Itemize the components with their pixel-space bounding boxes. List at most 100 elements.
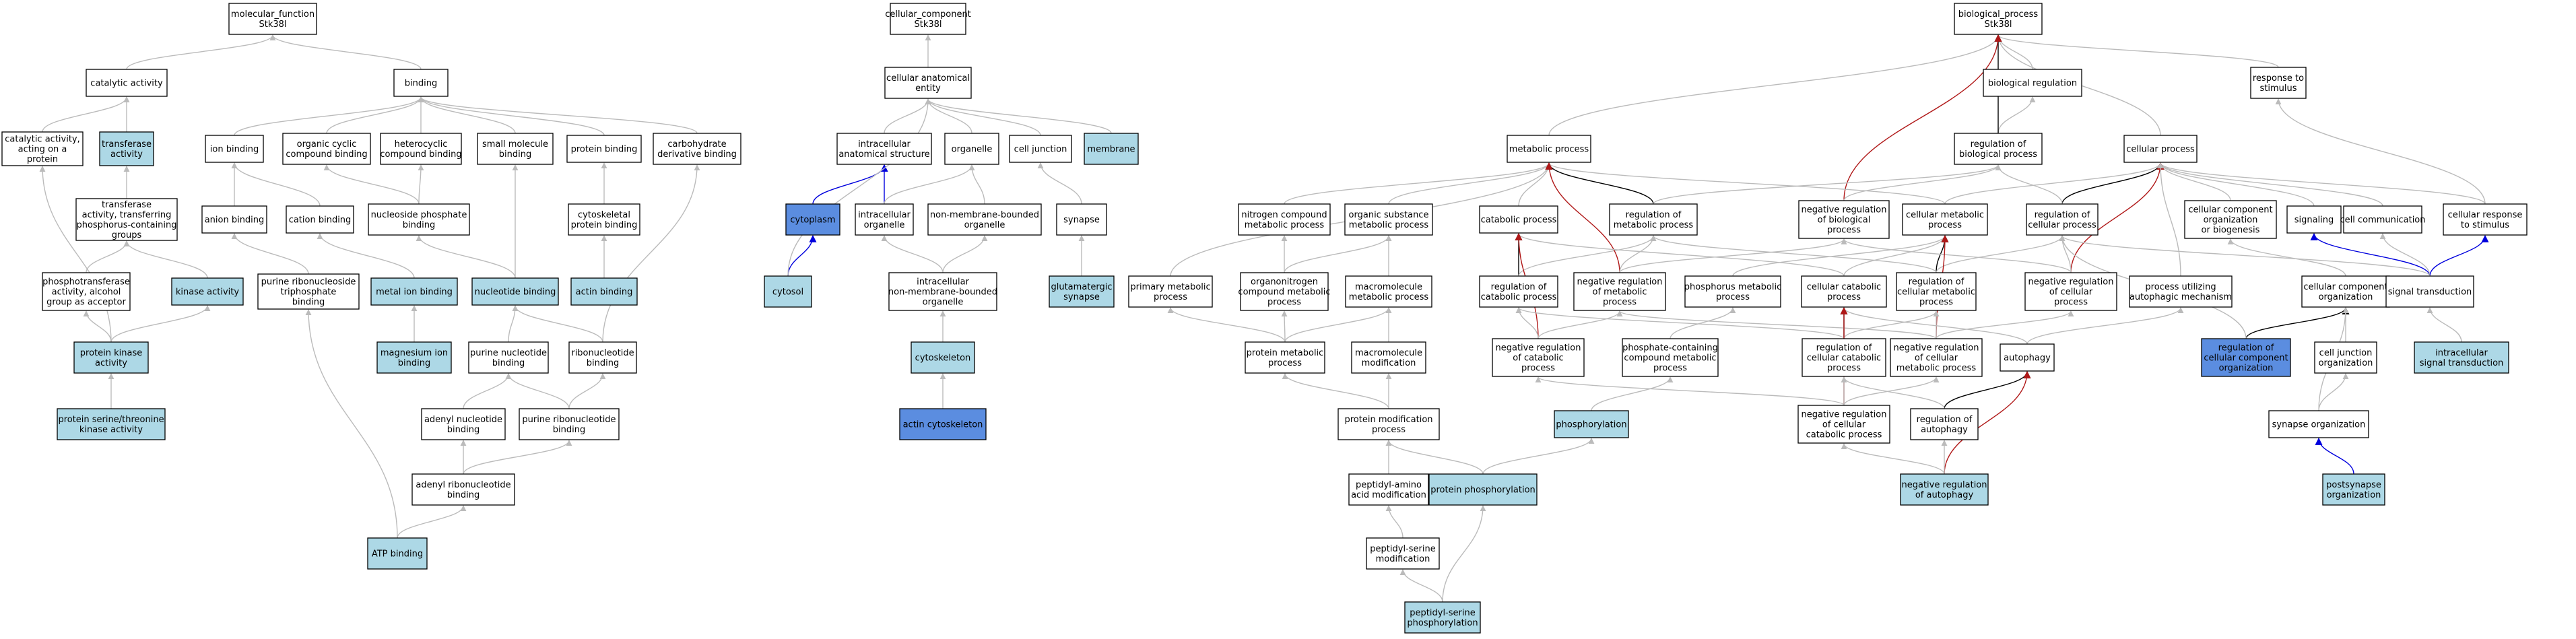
go-term-cell-comm[interactable]: cell communication [2340,205,2426,234]
go-term-cation[interactable]: cation binding [286,205,354,234]
go-term-inmbo[interactable]: intracellularnon-membrane-boundedorganel… [888,272,997,311]
go-term-phosphorylation[interactable]: phosphorylation [1554,410,1629,438]
go-term-organelle[interactable]: organelle [944,133,999,165]
go-term-syn-org[interactable]: synapse organization [2268,410,2369,438]
go-term-metal-ion[interactable]: metal ion binding [370,277,458,306]
go-term-actin-cyto[interactable]: actin cytoskeleton [899,408,987,440]
edge-protein_kinase-to-cat_protein [39,166,112,343]
go-term-signal-trans[interactable]: signal transduction [2385,275,2474,308]
go-term-autophagy[interactable]: autophagy [2000,343,2055,372]
go-term-cytosol[interactable]: cytosol [764,275,812,308]
go-term-membrane[interactable]: membrane [1084,133,1139,165]
go-term-metabolic[interactable]: metabolic process [1507,135,1591,163]
go-term-actin-binding[interactable]: actin binding [570,277,638,306]
go-term-cytoplasm[interactable]: cytoplasm [785,203,840,236]
go-term-atp[interactable]: ATP binding [367,537,428,570]
go-term-cellular-proc[interactable]: cellular process [2123,135,2198,163]
go-term-cell-junction[interactable]: cell junction [1009,135,1072,163]
go-term-bio-reg[interactable]: biological regulation [1983,69,2082,97]
go-term-anion[interactable]: anion binding [201,205,267,234]
term-label-line: of autophagy [1915,490,1974,500]
go-term-cytoskeleton[interactable]: cytoskeleton [911,341,975,374]
go-term-ion-binding[interactable]: ion binding [205,135,264,163]
go-term-catalytic[interactable]: catalytic activity [86,69,168,97]
go-term-catabolic[interactable]: catabolic process [1479,205,1558,234]
go-term-binding[interactable]: binding [393,69,449,97]
go-term-nucleotide[interactable]: nucleotide binding [471,277,559,306]
term-label-line: autophagy [2004,354,2051,364]
go-term-synapse[interactable]: synapse [1056,203,1107,236]
go-term-protein-phos[interactable]: protein phosphorylation [1428,473,1538,506]
term-label-line: response to [2253,73,2304,83]
go-term-signaling[interactable]: signaling [2286,205,2342,234]
go-term-kinase[interactable]: kinase activity [171,277,244,306]
go-term-protein-binding[interactable]: protein binding [566,135,642,163]
